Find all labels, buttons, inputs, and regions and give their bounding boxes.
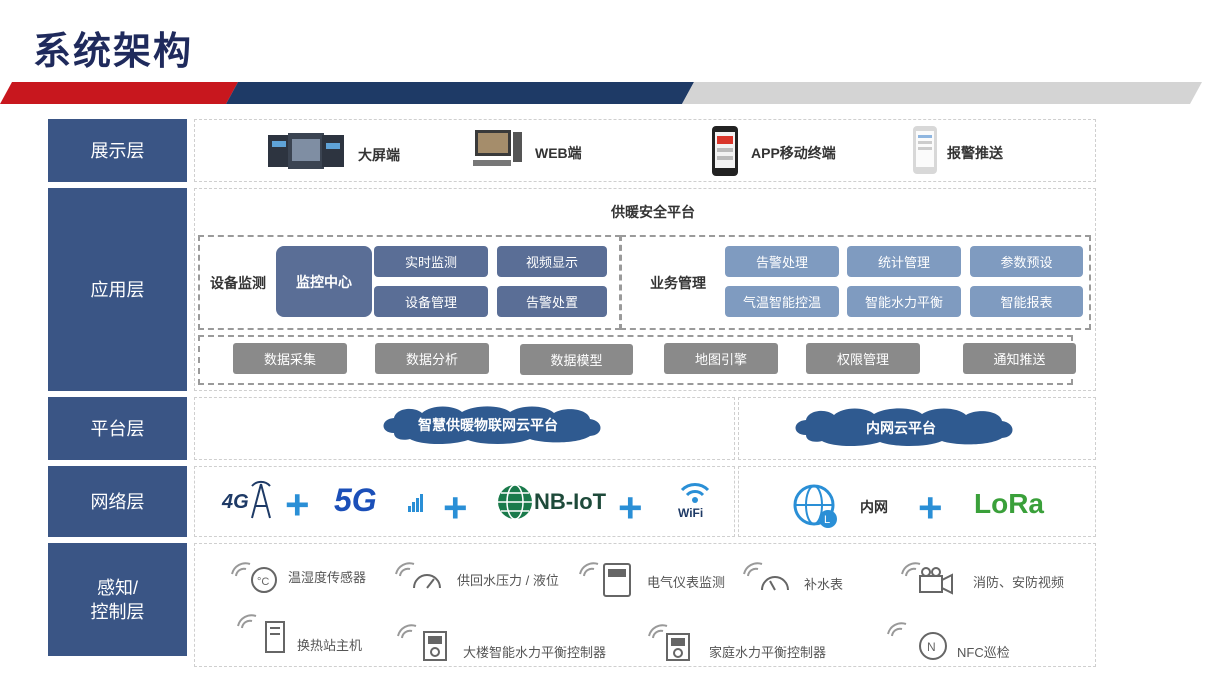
device-box-video: 视频显示 (497, 246, 607, 277)
base-box-analysis: 数据分析 (375, 343, 489, 374)
home-controller-icon (648, 624, 690, 661)
phone-icon (712, 126, 738, 176)
business-box-temperature: 气温智能控温 (725, 286, 839, 317)
device-box-realtime: 实时监测 (374, 246, 488, 277)
device-monitor-label: 设备监测 (210, 275, 266, 291)
app-label: APP移动终端 (751, 145, 836, 161)
camera-icon (901, 562, 953, 595)
network-5g-label: 5G (334, 482, 377, 518)
perception-label-line1: 感知/ (96, 577, 138, 598)
network-4g-label: 4G (222, 491, 249, 513)
cloud-icon-intranet (795, 408, 1013, 447)
push-phone-icon (913, 126, 937, 174)
building-controller-icon (397, 624, 447, 661)
electric-meter-icon (579, 562, 631, 597)
layer-label-network: 网络层 (48, 466, 187, 537)
base-box-permissions: 权限管理 (806, 343, 920, 374)
plus-icon-1: + (285, 481, 310, 528)
wifi-icon (680, 483, 710, 503)
sensor-label-pressure-level: 供回水压力 / 液位 (457, 573, 559, 588)
business-label: 业务管理 (650, 275, 706, 291)
computer-icon (473, 130, 522, 166)
base-box-notification: 通知推送 (963, 343, 1076, 374)
pressure-gauge-icon (395, 562, 441, 589)
sensor-label-home-hydraulic: 家庭水力平衡控制器 (709, 645, 827, 660)
header-stripe (0, 82, 1202, 104)
sensor-label-electric-meter: 电气仪表监测 (647, 575, 726, 590)
network-panel-right (738, 466, 1096, 537)
web-label: WEB端 (535, 145, 582, 161)
network-nbiot-label: NB-IoT (534, 489, 607, 514)
base-box-model: 数据模型 (520, 344, 633, 375)
network-lora-label: LoRa (974, 488, 1044, 519)
iot-cloud-label: 智慧供暖物联网云平台 (418, 417, 558, 433)
platform-panel-right (738, 397, 1096, 460)
plus-icon-4: + (918, 484, 943, 531)
intranet-globe-icon: L (793, 484, 837, 528)
platform-title: 供暖安全平台 (611, 204, 695, 220)
water-meter-icon (743, 562, 789, 591)
svg-text:N: N (927, 640, 936, 654)
perception-label-line2: 控制层 (90, 601, 145, 622)
base-box-collection: 数据采集 (233, 343, 347, 374)
perception-panel (194, 543, 1096, 667)
antenna-icon (251, 480, 271, 519)
platform-panel-left (194, 397, 735, 460)
business-box-alarm-handling: 告警处理 (725, 246, 839, 277)
application-panel (194, 188, 1096, 391)
sensor-label-nfc-patrol: NFC巡检 (957, 645, 1010, 660)
svg-text:°C: °C (257, 576, 269, 588)
sensor-label-building-hydraulic: 大楼智能水力平衡控制器 (463, 645, 607, 660)
layer-label-display: 展示层 (48, 119, 187, 182)
business-box-parameters: 参数预设 (970, 246, 1083, 277)
sensor-label-heat-station-host: 换热站主机 (297, 638, 363, 653)
host-unit-icon (237, 614, 285, 653)
business-box-statistics: 统计管理 (847, 246, 961, 277)
business-box-hydraulic: 智能水力平衡 (847, 286, 961, 317)
network-wifi-label: WiFi (678, 506, 704, 520)
network-intranet-label: 内网 (860, 499, 888, 515)
push-label: 报警推送 (947, 145, 1003, 161)
nfc-icon: N (887, 622, 947, 660)
sensor-label-fire-security-video: 消防、安防视频 (973, 575, 1065, 590)
layer-label-platform: 平台层 (48, 397, 187, 460)
business-group (620, 235, 1091, 330)
layer-label-application: 应用层 (48, 188, 187, 391)
big-screen-icon (268, 133, 344, 169)
big-screen-label: 大屏端 (358, 147, 400, 163)
intranet-cloud-label: 内网云平台 (866, 420, 936, 436)
plus-icon-3: + (618, 484, 643, 531)
monitor-center-box: 监控中心 (276, 246, 372, 317)
layer-label-perception: 感知/ 控制层 (48, 543, 187, 656)
sensor-label-water-meter: 补水表 (804, 577, 844, 592)
signal-bars-icon (408, 494, 423, 512)
device-box-management: 设备管理 (374, 286, 488, 317)
business-box-reports: 智能报表 (970, 286, 1083, 317)
plus-icon-2: + (443, 484, 468, 531)
cloud-icon-iot (383, 406, 601, 445)
sensor-label-temp-humidity: 温湿度传感器 (288, 570, 367, 585)
base-box-map-engine: 地图引擎 (664, 343, 778, 374)
thermometer-sensor-icon: °C (231, 562, 277, 593)
svg-text:L: L (824, 514, 830, 526)
network-panel-left (194, 466, 735, 537)
page-title: 系统架构 (33, 31, 194, 73)
device-box-alarm: 告警处置 (497, 286, 607, 317)
globe-icon (498, 484, 532, 520)
display-panel (194, 119, 1096, 182)
